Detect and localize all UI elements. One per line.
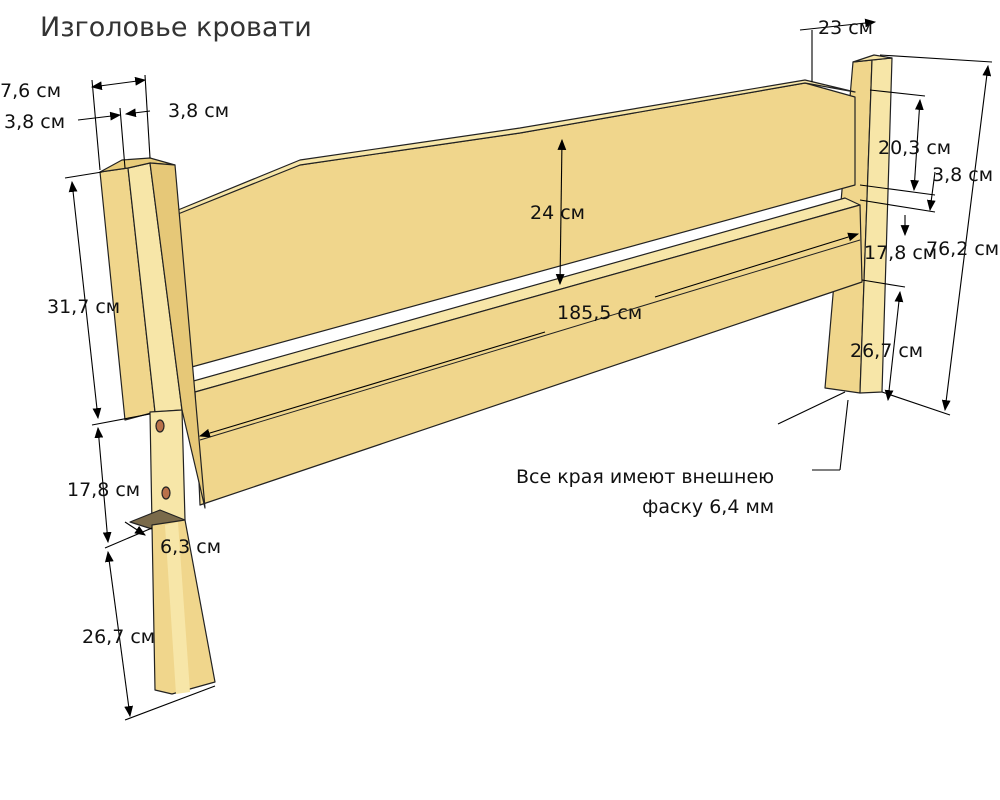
diagram-title: Изголовье кровати xyxy=(40,12,312,43)
dim-leg-height-left: 26,7 см xyxy=(82,626,156,648)
dowel-hole-lower xyxy=(161,486,171,500)
dim-gap: 3,8 см xyxy=(932,164,994,186)
headboard-panel-top-edge xyxy=(177,79,856,215)
dim-total-height: 76,2 см xyxy=(926,238,1000,260)
dim-notch: 6,3 см xyxy=(160,536,222,558)
chamfer-note: Все края имеют внешнею фаску 6,4 мм xyxy=(516,462,774,522)
left-leg-highlight xyxy=(165,522,190,694)
dim-leg-height-right: 26,7 см xyxy=(850,340,924,362)
dim-rail-height: 17,8 см xyxy=(864,242,938,264)
dim-post-half-right: 3,8 см xyxy=(168,100,230,122)
chamfer-note-line1: Все края имеют внешнею xyxy=(516,466,775,488)
left-post-side-right xyxy=(149,162,206,509)
dim-top-section: 20,3 см xyxy=(878,137,952,159)
dim-top-offset: 23 см xyxy=(818,17,873,39)
dim-post-width: 7,6 см xyxy=(0,80,62,102)
dim-middle-post-height: 17,8 см xyxy=(67,479,141,501)
chamfer-note-line2: фаску 6,4 мм xyxy=(642,496,775,518)
dim-upper-post-height: 31,7 см xyxy=(47,296,121,318)
dim-panel-height: 24 см xyxy=(530,202,585,224)
dim-post-half-left: 3,8 см xyxy=(4,111,66,133)
dowel-hole-upper xyxy=(155,419,165,433)
right-post-top xyxy=(852,54,893,63)
left-post-middle xyxy=(149,409,186,526)
dim-overall-length: 185,5 см xyxy=(557,302,643,324)
